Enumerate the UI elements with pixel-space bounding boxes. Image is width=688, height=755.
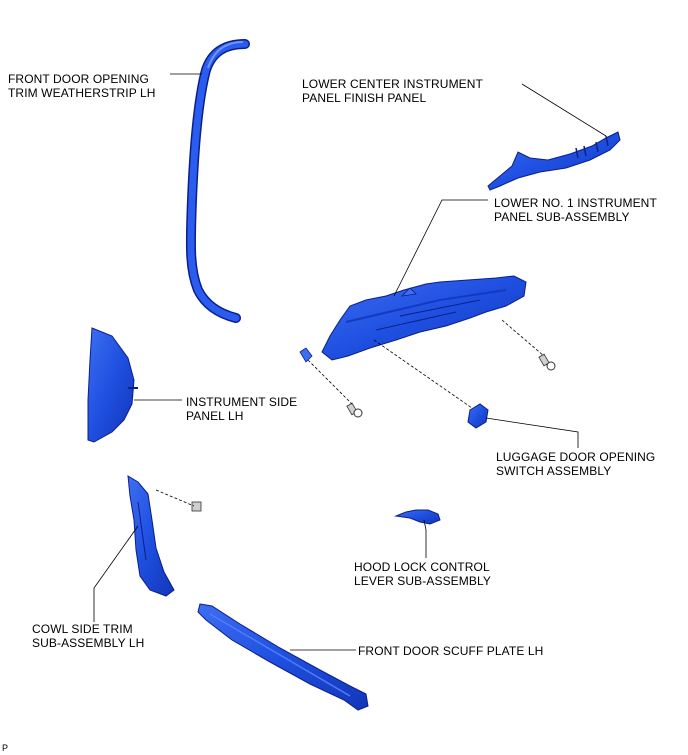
reference-mark: P <box>2 743 9 753</box>
luggage-switch-part <box>467 403 489 429</box>
scuff-plate-part <box>197 603 369 711</box>
label-cowl-trim: COWL SIDE TRIM SUB-ASSEMBLY LH <box>32 622 145 650</box>
install-lines <box>155 319 545 507</box>
label-luggage-switch: LUGGAGE DOOR OPENING SWITCH ASSEMBLY <box>496 450 656 478</box>
clip-cowl <box>191 501 202 512</box>
hood-lever-part <box>394 509 441 525</box>
bolt-lower-left <box>346 402 363 418</box>
leader-lines <box>93 73 607 651</box>
label-hood-lever: HOOD LOCK CONTROL LEVER SUB-ASSEMBLY <box>354 560 491 588</box>
label-lower-panel: LOWER NO. 1 INSTRUMENT PANEL SUB-ASSEMBL… <box>494 196 657 224</box>
label-side-panel: INSTRUMENT SIDE PANEL LH <box>186 395 298 423</box>
label-scuff-plate: FRONT DOOR SCUFF PLATE LH <box>358 644 544 658</box>
weatherstrip-part <box>185 39 250 323</box>
finish-panel-part <box>487 131 621 191</box>
bolt-lower-right <box>538 353 556 371</box>
label-weatherstrip: FRONT DOOR OPENING TRIM WEATHERSTRIP LH <box>8 72 156 100</box>
label-finish-panel: LOWER CENTER INSTRUMENT PANEL FINISH PAN… <box>302 77 483 105</box>
lower-panel-part <box>299 275 527 363</box>
side-panel-part <box>87 327 138 443</box>
cowl-trim-part <box>127 475 175 597</box>
